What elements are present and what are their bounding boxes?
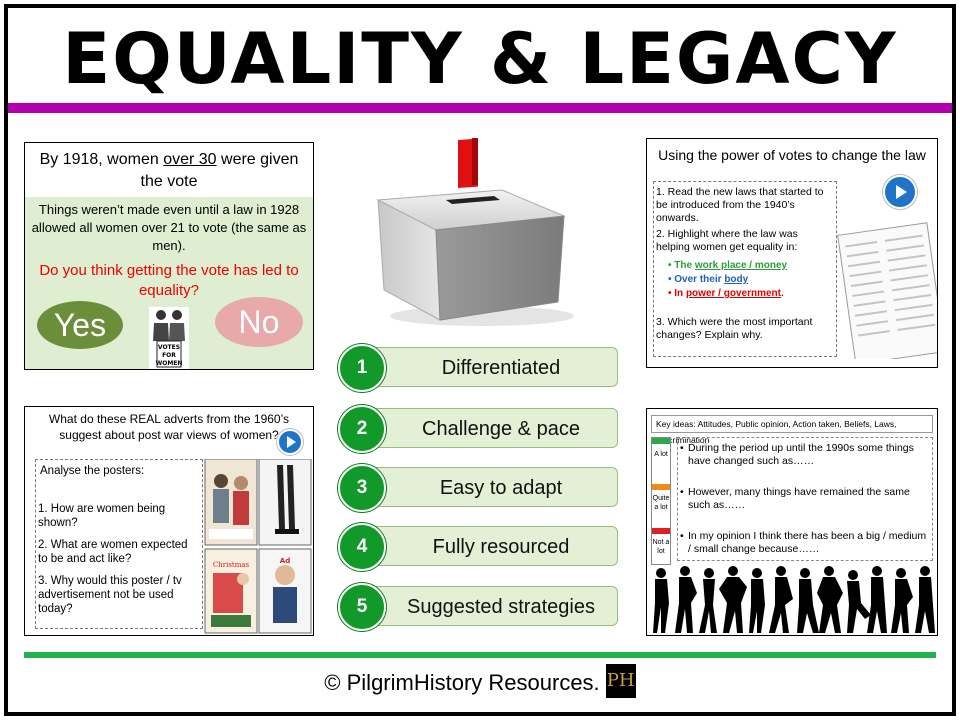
feature-label: Easy to adapt <box>439 477 563 499</box>
analysis-box: Analyse the posters: 1. How are women be… <box>35 459 203 629</box>
bullet-underline: body <box>724 274 749 285</box>
feature-item-2: Challenge & pace 2 <box>338 405 620 453</box>
feature-number-badge: 5 <box>338 583 386 631</box>
play-icon <box>287 436 296 448</box>
equality-question: Do you think getting the vote has led to… <box>39 262 299 299</box>
women-silhouettes-image <box>653 566 935 633</box>
change-assessment-panel[interactable]: Key ideas: Attitudes, Public opinion, Ac… <box>646 408 938 636</box>
svg-text:FOR: FOR <box>162 352 176 359</box>
feature-pill: Differentiated <box>360 347 618 387</box>
scale-red <box>652 528 670 534</box>
feature-pill: Suggested strategies <box>360 586 618 626</box>
question-3: 3. Why would this poster / tv advertisem… <box>38 575 182 615</box>
bullet-text: The <box>674 260 695 271</box>
footer-divider <box>24 652 936 658</box>
feature-label: Differentiated <box>441 357 561 379</box>
task-box: 1. Read the new laws that started to be … <box>653 181 837 357</box>
play-icon <box>896 185 907 199</box>
ph-logo-icon: PH <box>605 664 636 699</box>
feature-number-badge: 2 <box>338 405 386 453</box>
footer: © PilgrimHistory Resources.PH <box>0 664 960 699</box>
play-video-button[interactable] <box>883 175 917 209</box>
feature-label: Fully resourced <box>432 536 570 558</box>
bullet-underline: power / government <box>685 288 781 299</box>
power-of-votes-panel[interactable]: Using the power of votes to change the l… <box>646 138 938 368</box>
yes-oval: Yes <box>37 301 123 349</box>
feature-number-badge: 3 <box>338 464 386 512</box>
play-video-button[interactable] <box>277 429 303 455</box>
feature-pill: Challenge & pace <box>360 408 618 448</box>
feature-item-3: Easy to adapt 3 <box>338 464 620 512</box>
scale-mid-label: Quite a lot <box>652 495 670 511</box>
feature-number-badge: 1 <box>338 344 386 392</box>
feature-pill: Fully resourced <box>360 526 618 566</box>
bullet-power: • In power / government. <box>668 288 784 299</box>
heading-underlined: over 30 <box>163 151 217 168</box>
ballot-box-icon <box>376 138 574 326</box>
task-2: 2. Highlight where the law was helping w… <box>656 228 798 253</box>
feature-label: Challenge & pace <box>422 418 580 440</box>
feature-item-1: Differentiated 1 <box>338 344 620 392</box>
starter-1: During the period up until the 1990s som… <box>680 442 928 468</box>
adverts-panel[interactable]: What do these REAL adverts from the 1960… <box>24 406 314 636</box>
analyse-intro: Analyse the posters: <box>40 465 145 477</box>
feature-label: Suggested strategies <box>407 596 595 618</box>
panel-heading: Using the power of votes to change the l… <box>658 147 926 163</box>
panel-heading: By 1918, women over 30 were given the vo… <box>25 149 313 193</box>
scale-top-label: A lot <box>654 451 668 458</box>
bullet-text: Over their <box>674 274 725 285</box>
starter-2: However, many things have remained the s… <box>680 486 928 512</box>
scale-bottom-label: Not a lot <box>652 539 670 555</box>
svg-text:Ad: Ad <box>280 557 290 565</box>
sentence-starters-box: During the period up until the 1990s som… <box>677 437 933 561</box>
feature-pill: Easy to adapt <box>360 467 618 507</box>
feature-number-badge: 4 <box>338 523 386 571</box>
panel-heading: What do these REAL adverts from the 1960… <box>48 412 290 442</box>
svg-text:WOMEN: WOMEN <box>156 360 183 367</box>
bullet-period: . <box>780 288 784 299</box>
title-divider <box>8 103 952 113</box>
page-title: EQUALITY & LEGACY <box>62 18 898 100</box>
heading-text: By 1918, women <box>39 151 164 168</box>
law-note: Things weren’t made even until a law in … <box>31 202 307 253</box>
feature-item-5: Suggested strategies 5 <box>338 583 620 631</box>
feature-item-4: Fully resourced 4 <box>338 523 620 571</box>
change-scale: A lot Quite a lot Not a lot <box>651 437 671 565</box>
svg-text:Christmas: Christmas <box>213 561 250 569</box>
votes-for-women-poster-image: VOTES FOR WOMEN <box>149 307 189 369</box>
heading-text-end: were given the vote <box>140 151 299 190</box>
no-oval: No <box>215 297 303 347</box>
bullet-workplace: • The work place / money <box>668 260 788 271</box>
task-1: 1. Read the new laws that started to be … <box>656 186 824 224</box>
bullet-body: • Over their body <box>668 274 749 285</box>
svg-text:VOTES: VOTES <box>158 344 180 351</box>
question-1: 1. How are women being shown? <box>38 503 166 529</box>
vote-question-panel[interactable]: By 1918, women over 30 were given the vo… <box>24 142 314 370</box>
vintage-adverts-image: Christmas Ad <box>204 459 312 634</box>
question-2: 2. What are women expected to be and act… <box>38 539 188 565</box>
key-ideas-box: Key ideas: Attitudes, Public opinion, Ac… <box>651 415 933 445</box>
law-documents-image <box>837 222 937 359</box>
bullet-text: In <box>674 288 686 299</box>
bullet-underline: work place / money <box>694 260 788 271</box>
copyright-text: © PilgrimHistory Resources. <box>324 670 600 695</box>
scale-orange <box>652 484 670 490</box>
starter-3: In my opinion I think there has been a b… <box>680 530 928 556</box>
task-3: 3. Which were the most important changes… <box>656 316 813 341</box>
scale-green <box>652 438 670 444</box>
